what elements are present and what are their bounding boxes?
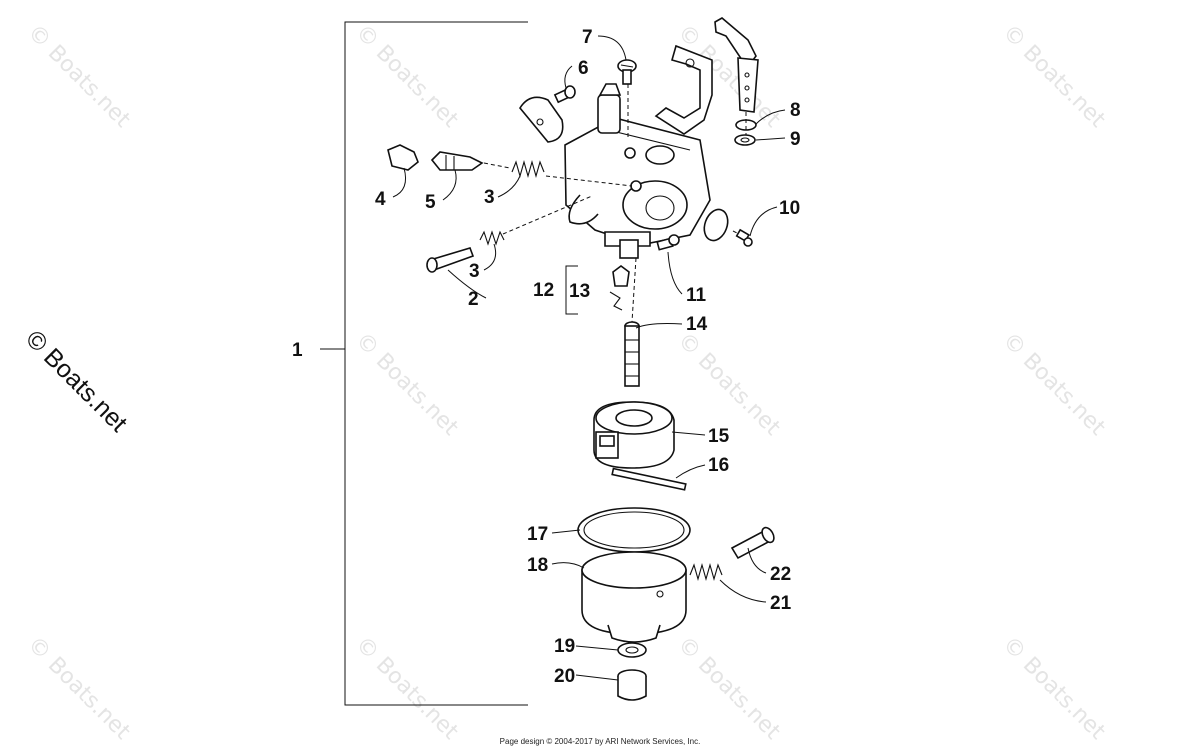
callout-19: 19 [554,636,575,657]
gasket-17 [577,507,691,553]
callout-5: 5 [425,192,436,213]
callout-1: 1 [292,340,303,361]
alignment-lines [483,84,747,323]
spring-3-lower [479,230,505,246]
callout-2: 2 [468,289,479,310]
callout-22: 22 [770,564,791,585]
screw-2 [426,247,475,273]
float-pin-16 [611,467,687,491]
spring-21 [689,562,723,582]
spring-3-upper [511,159,545,179]
callout-15: 15 [708,426,730,447]
screw-7 [617,59,637,85]
screw-6 [553,85,576,104]
callout-7: 7 [582,27,593,48]
screw-10 [735,228,753,247]
float-needle-group [565,265,630,315]
callout-3: 3 [469,261,480,282]
callout-11: 11 [686,285,707,306]
callout-12: 12 [533,280,554,301]
limiter-cap-4 [387,144,419,171]
callout-9: 9 [790,129,801,150]
carburetor-body [564,83,711,259]
float-bowl-18 [581,551,687,643]
footer-copyright: Page design © 2004-2017 by ARI Network S… [499,737,701,746]
callout-20: 20 [554,666,575,687]
leader-lines [392,35,786,681]
assembly-bracket [320,21,528,706]
main-jet-14 [624,321,640,387]
mixture-screw-5 [430,151,484,171]
throttle-plate-10 [703,208,729,242]
callout-21: 21 [770,593,792,614]
washer-19 [617,642,647,658]
throttle-bracket [654,17,759,135]
screw-11 [656,234,680,251]
washer-9 [734,134,756,146]
callout-numbers: 1 2 3 3 4 5 6 7 8 9 10 11 12 13 14 15 16… [292,27,801,687]
callout-14: 14 [686,314,708,335]
callout-6: 6 [578,58,589,79]
callout-8: 8 [790,100,801,121]
callout-3: 3 [484,187,495,208]
callout-4: 4 [375,189,386,210]
float-15 [593,401,675,469]
callout-17: 17 [527,524,548,545]
callout-13: 13 [569,281,590,302]
drain-plug-20 [617,669,647,701]
callout-18: 18 [527,555,548,576]
callout-10: 10 [779,198,800,219]
screw-22 [730,526,775,560]
callout-16: 16 [708,455,729,476]
